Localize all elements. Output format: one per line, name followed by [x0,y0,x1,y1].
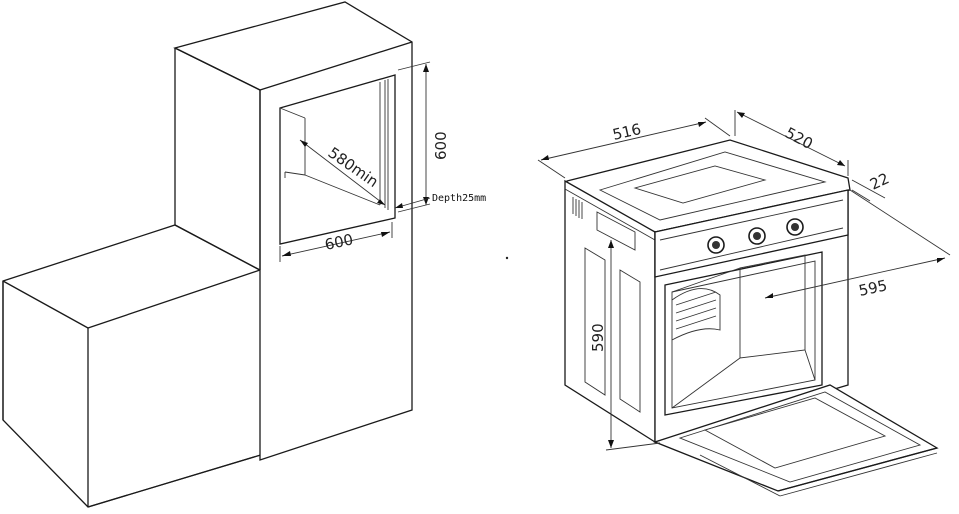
oven-door [653,384,939,497]
front-width-label: 595 [857,276,889,300]
oven-drawing: 516 520 22 595 590 [537,110,951,497]
oven-niche [279,74,396,245]
niche-width-label: 600 [323,230,355,254]
knob-icon [786,218,804,236]
oven-depth-label: 516 [611,120,643,144]
oven-dimensions [537,110,951,451]
cabinet-drawing: 580min 600 600 Depth25mm [2,1,486,508]
knob-icon [748,227,766,245]
side-vents [572,197,583,219]
control-knobs [707,218,804,254]
cabinet-dimensions [279,61,431,262]
oven-cavity [664,251,823,416]
niche-height-label: 600 [432,131,450,160]
oven-height-label: 590 [589,323,607,352]
separator-dot [505,256,509,260]
knob-icon [707,236,725,254]
rear-gap-label: Depth25mm [432,193,486,204]
